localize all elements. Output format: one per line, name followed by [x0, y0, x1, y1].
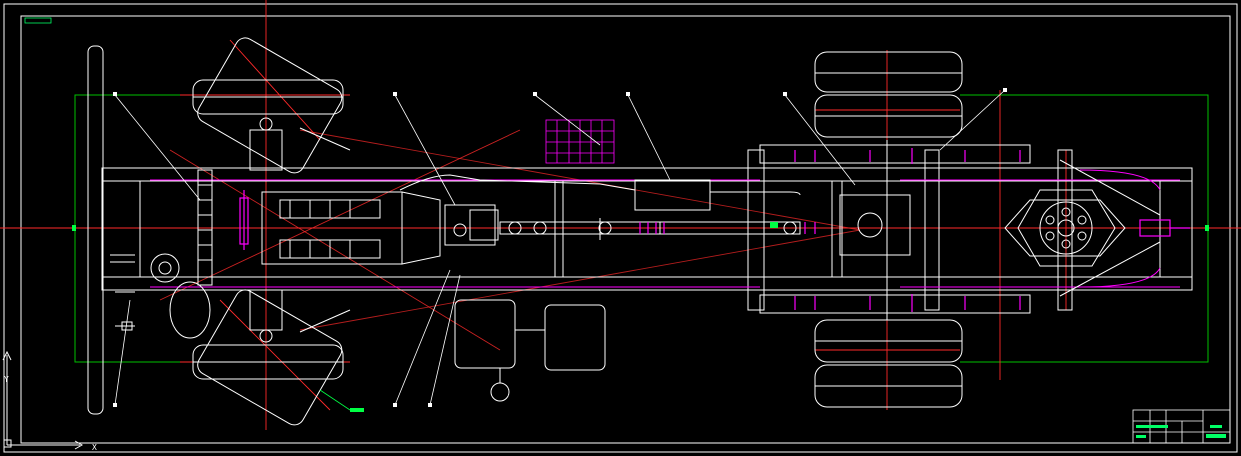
engine-front-accessories	[239, 190, 249, 250]
muffler	[599, 179, 801, 211]
tow-hook	[1139, 219, 1190, 237]
center-lines	[0, 0, 1241, 430]
fuel-tank	[454, 299, 606, 402]
chassis-frame-rails	[101, 149, 1193, 311]
radiator	[197, 169, 213, 286]
front-bumper	[87, 45, 104, 415]
green-leader	[319, 389, 351, 411]
frame-corner-label	[24, 17, 52, 24]
front-wheel-left-top	[192, 37, 344, 174]
callout-tags	[113, 88, 1007, 407]
title-block-fill	[1136, 425, 1226, 438]
vehicle-envelope-outline	[74, 94, 1209, 363]
callout-leaders	[114, 89, 1006, 406]
title-block	[1132, 409, 1231, 444]
front-hardware	[110, 254, 135, 331]
rear-suspension-details	[794, 148, 1021, 312]
ucs-axis-icon	[2, 350, 84, 450]
battery-box-grid	[545, 119, 615, 164]
ucs-x-label: X	[92, 443, 97, 452]
front-wheel-left-bottom	[192, 289, 344, 426]
ucs-y-label: Y	[4, 375, 9, 384]
rear-wheels-bottom	[814, 319, 963, 408]
rail-detail-lines	[150, 169, 1180, 288]
rear-suspension	[759, 140, 1031, 320]
front-axle-steering	[150, 117, 351, 343]
engine	[261, 191, 441, 265]
driveshaft-joints	[639, 222, 816, 234]
exhaust-pipe	[399, 174, 601, 191]
driveshaft	[499, 218, 801, 240]
green-markers	[72, 222, 1209, 412]
spare-wheel	[1004, 159, 1161, 297]
transmission	[444, 204, 499, 246]
rear-wheels-top	[814, 51, 963, 138]
